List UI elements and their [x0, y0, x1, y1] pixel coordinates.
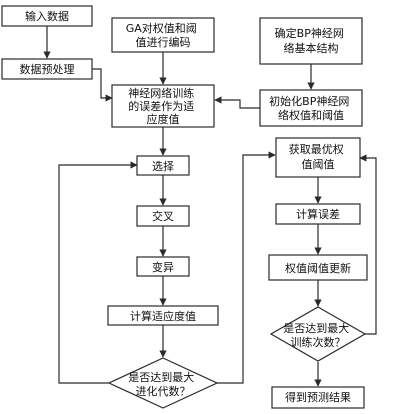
node-crossover-label: 交叉: [152, 209, 174, 223]
node-train-end-check: 是否达到最大 训练次数？: [269, 306, 367, 362]
arrow-preprocess-to-fitness: [92, 68, 113, 102]
node-fitness-from-error: 神经网络训练 的误差作为适 应度值: [111, 84, 215, 128]
node-determine-bp-label: 确定BP神经网 络基本结构: [275, 26, 348, 55]
arrow-init-to-fitness: [214, 96, 260, 109]
node-ga-encode-label: GA对权值和阈 值进行编码: [126, 21, 201, 49]
node-prediction-label: 得到预测结果: [285, 391, 351, 404]
node-init-bp: 初始化BP神经网 络权值和阈值: [259, 89, 363, 127]
node-train-end-check-label: 是否达到最大 训练次数？: [283, 321, 353, 349]
node-mutation: 变异: [136, 256, 190, 277]
node-get-optimal: 获取最优权 值阈值: [275, 137, 361, 178]
node-calc-error-label: 计算误差: [296, 207, 340, 221]
node-update-weights: 权值阈值更新: [268, 254, 368, 281]
node-select: 选择: [136, 155, 190, 176]
node-preprocess: 数据预处理: [1, 58, 93, 80]
node-prediction: 得到预测结果: [271, 386, 365, 409]
arrow-check-to-get-optimal: [217, 151, 276, 384]
node-select-label: 选择: [152, 159, 174, 173]
node-ga-encode: GA对权值和阈 值进行编码: [111, 17, 215, 53]
node-crossover: 交叉: [136, 205, 190, 227]
node-init-bp-label: 初始化BP神经网 络权值和阈值: [269, 94, 353, 122]
node-fitness-from-error-label: 神经网络训练 的误差作为适 应度值: [128, 86, 198, 126]
connectors: [43, 26, 377, 387]
node-calc-error: 计算误差: [275, 203, 361, 225]
node-ga-end-check: 是否达到最大 进化代数？: [107, 357, 219, 409]
node-mutation-label: 变异: [152, 260, 174, 274]
node-update-weights-label: 权值阈值更新: [285, 261, 351, 275]
node-ga-end-check-label: 是否达到最大 进化代数？: [128, 370, 198, 398]
arrow-check-loop-to-select: [58, 161, 138, 384]
node-calc-fitness-label: 计算适应度值: [130, 309, 196, 323]
node-input-data-label: 输入数据: [25, 9, 69, 23]
node-calc-fitness: 计算适应度值: [107, 305, 219, 326]
node-input-data: 输入数据: [1, 5, 93, 27]
arrow-train-check-loop-to-optimal: [359, 154, 377, 335]
node-preprocess-label: 数据预处理: [20, 62, 75, 76]
node-determine-bp: 确定BP神经网 络基本结构: [259, 17, 363, 65]
node-get-optimal-label: 获取最优权 值阈值: [289, 143, 348, 171]
